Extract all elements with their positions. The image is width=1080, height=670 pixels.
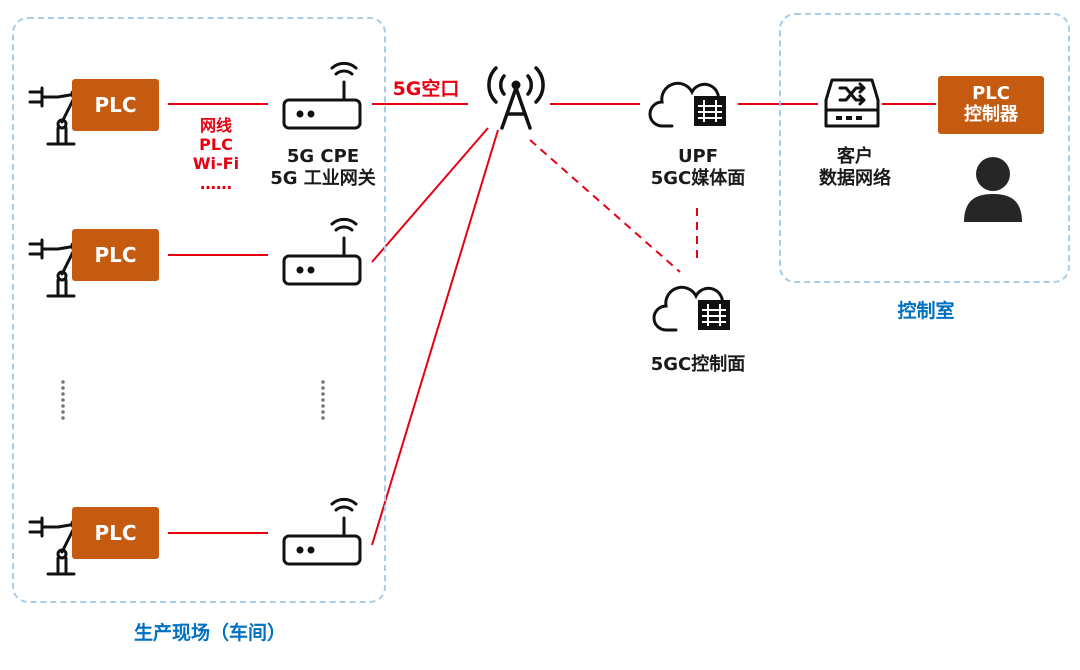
plc-controller-line2: 控制器 <box>964 104 1018 125</box>
factory-zone-label: 生产现场（车间） <box>133 622 286 644</box>
control-room-label: 控制室 <box>897 300 955 322</box>
plc-controller-line1: PLC <box>972 83 1010 105</box>
upf-label-line1: UPF <box>677 146 719 167</box>
ellipsis-dots-icon <box>61 380 65 420</box>
upf-label-line2: 5GC媒体面 <box>650 167 746 189</box>
cell-tower-icon <box>487 66 545 130</box>
ellipsis-dots-icon <box>321 380 325 420</box>
network-switch-icon <box>824 78 880 128</box>
router-icon <box>282 497 362 566</box>
link-type-line1: 网线 <box>199 116 232 135</box>
link-cpe2-tower <box>371 127 489 263</box>
customer-network-label: 客户 数据网络 <box>780 146 930 189</box>
link-type-line2: PLC <box>199 135 233 155</box>
factory-zone <box>12 17 386 603</box>
plc-box: PLC <box>72 79 159 131</box>
router-icon <box>282 217 362 286</box>
cpe-label-line2: 5G 工业网关 <box>270 167 376 189</box>
control-plane-label: 5GC控制面 <box>650 354 746 375</box>
control-room-zone <box>779 13 1070 283</box>
cpe-label: 5G CPE 5G 工业网关 <box>248 146 398 189</box>
plc-box: PLC <box>72 507 159 559</box>
link-type-line4: …… <box>200 173 232 193</box>
plc-controller-box: PLC 控制器 <box>938 76 1044 134</box>
upf-label: UPF 5GC媒体面 <box>618 146 778 189</box>
link-cpe3-tower <box>371 129 499 546</box>
air-interface-label: 5G空口 <box>392 78 460 100</box>
upf-cloud-server-icon <box>648 81 726 128</box>
link-type-label: 网线 PLC Wi-Fi …… <box>176 116 256 193</box>
control-plane-cloud-server-icon <box>652 285 730 332</box>
customer-network-line2: 数据网络 <box>819 167 891 189</box>
plc-box: PLC <box>72 229 159 281</box>
user-avatar-icon <box>964 157 1022 222</box>
customer-network-line1: 客户 <box>837 146 873 167</box>
router-icon <box>282 61 362 130</box>
link-type-line3: Wi-Fi <box>192 154 240 174</box>
cpe-label-line1: 5G CPE <box>286 146 360 167</box>
link-tower-control-plane <box>529 139 681 273</box>
